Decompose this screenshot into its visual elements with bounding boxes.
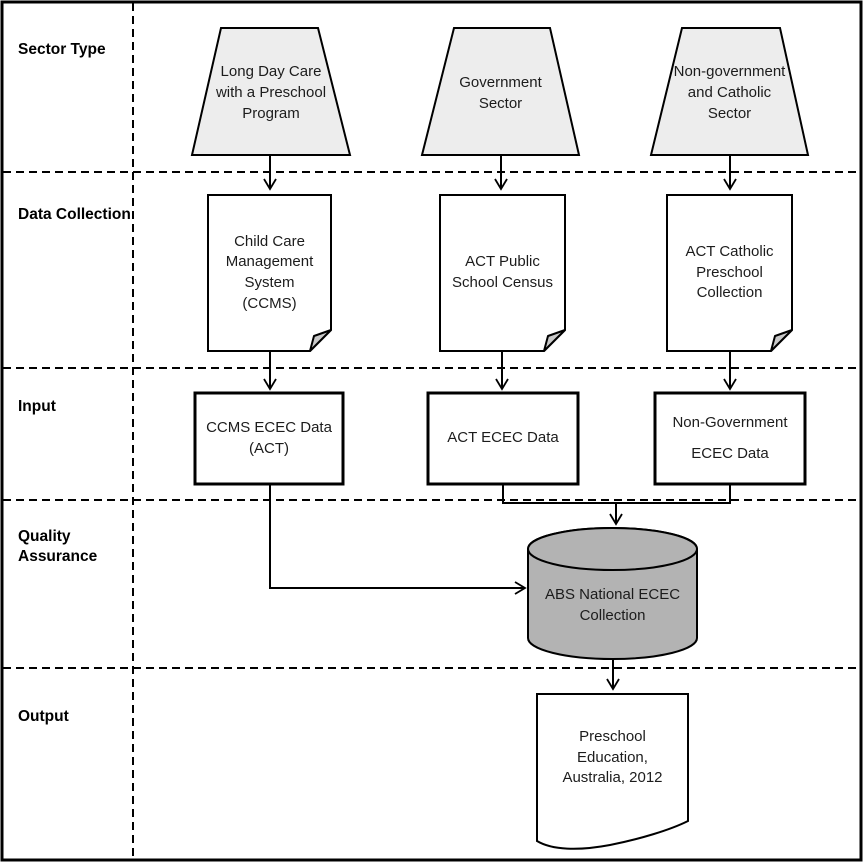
arrow-ccmsecec-to-abs [269,485,527,595]
government-sector-trapezoid [420,27,581,156]
non-government-sector-trapezoid [649,27,810,156]
long-day-care-trapezoid [190,27,352,156]
row-label-data-collection-text: Data Collection [18,206,131,223]
non-government-ecec-data-rect [653,391,807,486]
catholic-document-shape [666,194,793,352]
act-ecec-data-rect [426,391,580,486]
row-label-data-collection: Data Collection [18,205,131,225]
catholic-document-fold [770,329,793,352]
ccms-document-shape [207,194,332,352]
row-label-quality-assurance-text: Quality Assurance [18,528,98,566]
row-label-sector-type: Sector Type [18,40,106,60]
abs-collection-cylinder-top [527,527,698,571]
row-label-input-text: Input [18,398,56,415]
census-document-shape [439,194,566,352]
ccms-ecec-data-rect [193,391,345,486]
row-label-quality-assurance: Quality Assurance [18,527,97,567]
row-label-sector-type-text: Sector Type [18,41,106,58]
row-label-output-text: Output [18,708,69,725]
ccms-document-fold [309,329,332,352]
census-document-fold [543,329,566,352]
row-label-input: Input [18,397,56,417]
row-label-output: Output [18,707,69,727]
output-publication-shape [536,693,689,850]
